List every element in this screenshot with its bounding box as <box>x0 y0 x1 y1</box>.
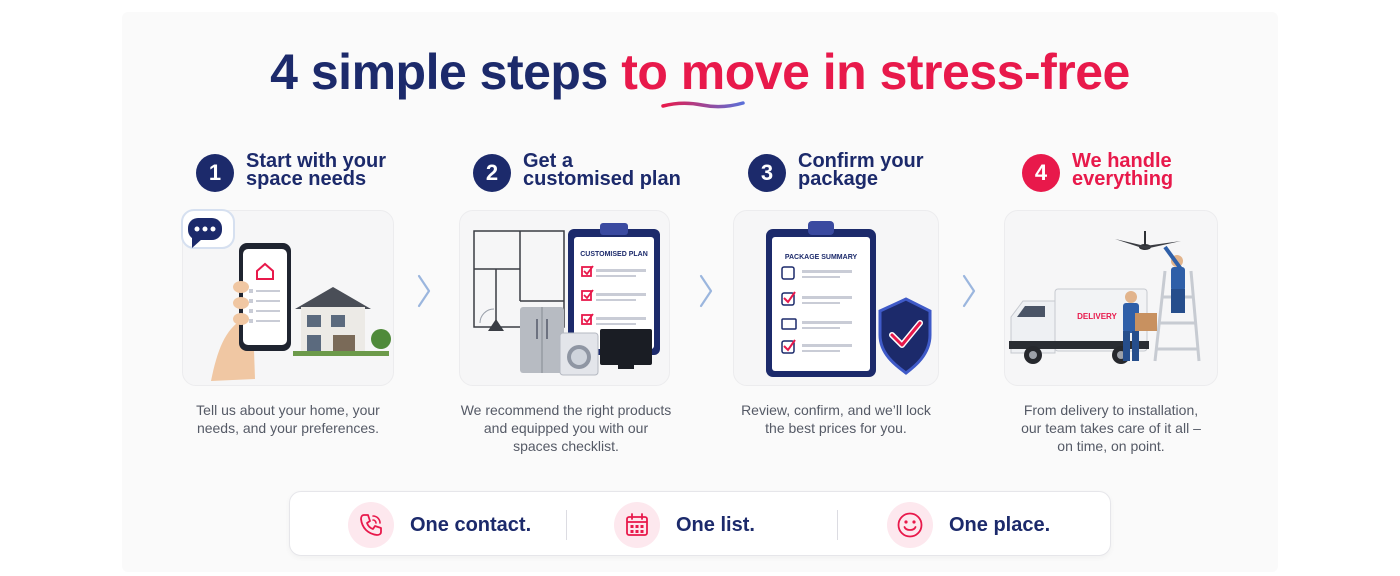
step-3-description: Review, confirm, and we’ll lock the best… <box>733 401 939 437</box>
headline-underline-swoosh <box>661 101 745 109</box>
step-1-illustration-card <box>182 210 394 386</box>
step-4-description: From delivery to installation, our team … <box>1002 401 1220 455</box>
chat-bubble-icon <box>181 209 235 249</box>
step-3-number-badge: 3 <box>748 154 786 192</box>
step-3-header: 3 Confirm your package <box>748 150 924 192</box>
step-2-title: Get a customised plan <box>523 150 681 190</box>
step-2-description-line2: and equipped you with our <box>483 420 649 436</box>
step-2-description-line1: We recommend the right products <box>460 402 672 418</box>
step-4-number-badge: 4 <box>1022 154 1060 192</box>
step-3-title-line2: package <box>798 168 879 190</box>
page-headline: 4 simple steps to move in stress-free <box>0 42 1400 102</box>
step-4-illustration-card: DELIVERY <box>1004 210 1218 386</box>
step-2-title-line2: customised plan <box>523 168 681 190</box>
step-3-illustration-card: PACKAGE SUMMARY <box>733 210 939 386</box>
step-1-description-line1: Tell us about your home, your <box>196 402 380 418</box>
calendar-list-icon <box>614 502 660 548</box>
step-1-title: Start with your space needs <box>246 150 387 190</box>
bar-divider <box>566 510 567 540</box>
step-1-header: 1 Start with your space needs <box>196 150 387 192</box>
step-1-description-line2: needs, and your preferences. <box>196 420 380 436</box>
benefit-one-place: One place. <box>887 502 1050 548</box>
step-4-header: 4 We handle everything <box>1022 150 1174 192</box>
step-4-description-line3: on time, on point. <box>1057 438 1165 454</box>
floorplan-appliances-clipboard-illustration: CUSTOMISED PLAN <box>473 223 660 376</box>
benefit-label: One list. <box>676 513 755 536</box>
truck-label-text: DELIVERY <box>1077 312 1117 321</box>
step-3-title: Confirm your package <box>798 150 924 190</box>
benefit-label: One contact. <box>410 513 532 536</box>
smartphone-house-chat-illustration <box>211 243 391 381</box>
bar-divider <box>837 510 838 540</box>
benefits-bar: One contact. One list. <box>289 491 1111 556</box>
headline-accent-part: to move in stress-free <box>621 44 1130 100</box>
step-1-title-line2: space needs <box>246 168 367 190</box>
clipboard-title-text: CUSTOMISED PLAN <box>580 251 648 258</box>
step-3-description-line1: Review, confirm, and we’ll lock <box>741 402 931 418</box>
step-3-description-line2: the best prices for you. <box>765 420 907 436</box>
step-3-title-line1: Confirm your <box>798 150 924 172</box>
step-4-description-line1: From delivery to installation, <box>1023 402 1199 418</box>
step-2-title-line1: Get a <box>523 150 574 172</box>
step-4-title-line1: We handle <box>1072 150 1172 172</box>
step-1-title-line1: Start with your <box>246 150 387 172</box>
phone-icon <box>348 502 394 548</box>
step-1-number-badge: 1 <box>196 154 234 192</box>
step-2-description-line3: spaces checklist. <box>513 438 619 454</box>
chevron-right-icon <box>699 274 713 308</box>
package-summary-shield-illustration: PACKAGE SUMMARY <box>766 221 932 377</box>
step-4-title: We handle everything <box>1072 150 1174 190</box>
chevron-right-icon <box>417 274 431 308</box>
headline-dark-part: 4 simple steps <box>270 44 608 100</box>
smiley-icon <box>887 502 933 548</box>
chevron-right-icon <box>962 274 976 308</box>
benefit-label: One place. <box>949 513 1051 536</box>
delivery-truck-installer-illustration: DELIVERY <box>1009 231 1201 364</box>
step-2-header: 2 Get a customised plan <box>473 150 681 192</box>
step-4-description-line2: our team takes care of it all – <box>1021 420 1201 436</box>
benefit-one-contact: One contact. <box>348 502 531 548</box>
step-2-number-badge: 2 <box>473 154 511 192</box>
clipboard-title-text: PACKAGE SUMMARY <box>785 254 858 261</box>
step-2-description: We recommend the right products and equi… <box>452 401 680 455</box>
step-4-title-line2: everything <box>1072 168 1174 190</box>
step-1-description: Tell us about your home, your needs, and… <box>182 401 394 437</box>
benefit-one-list: One list. <box>614 502 755 548</box>
step-2-illustration-card: CUSTOMISED PLAN <box>459 210 670 386</box>
